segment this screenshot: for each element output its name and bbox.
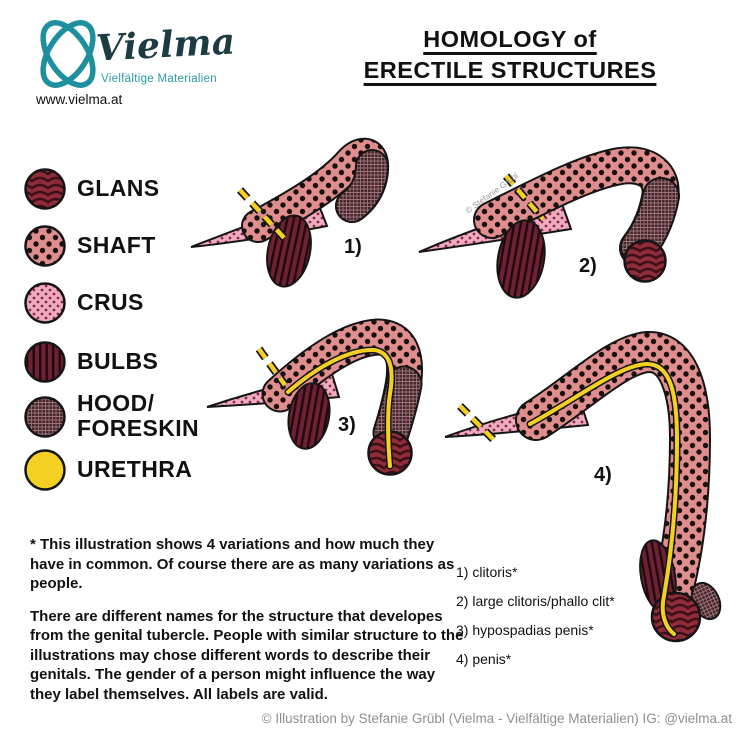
legend-label-hood-line1: HOOD/ bbox=[77, 390, 155, 416]
legend-label-urethra: URETHRA bbox=[77, 456, 193, 482]
hood-swatch-icon bbox=[24, 396, 66, 438]
figure-2-large-clitoris: © Stefanie Grübl bbox=[418, 146, 680, 299]
variation-item-2: 2) large clitoris/phallo clit* bbox=[456, 593, 615, 609]
legend-label-hood-foreskin: HOOD/ FORESKIN bbox=[77, 391, 199, 441]
brand-tagline: Vielfältige Materialien bbox=[101, 73, 217, 85]
brand-name: Vielma bbox=[94, 20, 236, 70]
legend-label-glans: GLANS bbox=[77, 175, 160, 201]
page-title: HOMOLOGY of ERECTILE STRUCTURES bbox=[350, 24, 670, 86]
title-line-1: HOMOLOGY of bbox=[423, 26, 597, 52]
urethra-swatch-icon bbox=[24, 449, 66, 491]
crus-swatch-icon bbox=[24, 282, 66, 324]
glans-swatch-icon bbox=[24, 168, 66, 210]
legend-label-crus: CRUS bbox=[77, 289, 144, 315]
figure-3-hypospadias-penis bbox=[206, 318, 424, 476]
variation-item-1: 1) clitoris* bbox=[456, 564, 518, 580]
note-paragraph-1: * This illustration shows 4 variations a… bbox=[30, 536, 455, 592]
figure-2-number: 2) bbox=[579, 255, 597, 277]
bulbs-swatch-icon bbox=[24, 341, 66, 383]
title-line-2: ERECTILE STRUCTURES bbox=[363, 57, 657, 83]
variation-item-4: 4) penis* bbox=[456, 651, 512, 667]
note-paragraph-2: There are different names for the struct… bbox=[30, 607, 464, 703]
figure-1-number: 1) bbox=[344, 236, 362, 258]
copyright-line: © Illustration by Stefanie Grübl (Vielma… bbox=[261, 711, 732, 726]
shaft-swatch-icon bbox=[24, 225, 66, 267]
legend-label-bulbs: BULBS bbox=[77, 348, 159, 374]
legend-label-shaft: SHAFT bbox=[77, 232, 156, 258]
figure-4-number: 4) bbox=[594, 464, 612, 486]
legend-label-hood-line2: FORESKIN bbox=[77, 415, 200, 441]
figure-3-number: 3) bbox=[338, 414, 356, 436]
figure-4-penis bbox=[444, 331, 722, 643]
brand-url: www.vielma.at bbox=[36, 92, 123, 107]
variation-item-3: 3) hypospadias penis* bbox=[456, 622, 594, 638]
notes-block: * This illustration shows 4 variations a… bbox=[30, 535, 467, 717]
legend-swatches bbox=[24, 168, 66, 491]
variations-list: 1) clitoris* 2) large clitoris/phallo cl… bbox=[456, 564, 615, 680]
vielma-logo-icon bbox=[40, 20, 96, 88]
figure-1-clitoris bbox=[190, 137, 390, 288]
